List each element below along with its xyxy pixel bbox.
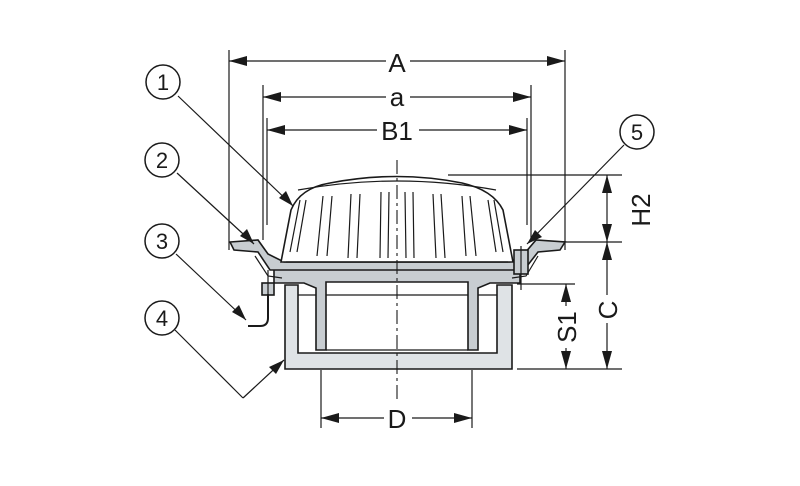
dimension-D: D xyxy=(321,404,472,434)
callout-3-label: 3 xyxy=(156,229,168,254)
callout-3: 3 xyxy=(144,223,247,321)
dimension-S1: S1 xyxy=(552,284,582,369)
underdeck-clamp xyxy=(248,294,269,327)
outlet-pipe xyxy=(284,284,513,370)
dimension-a: a xyxy=(263,82,531,112)
dim-label-C: C xyxy=(593,301,623,320)
callout-4-label: 4 xyxy=(156,306,168,331)
dimension-H2: H2 xyxy=(602,175,656,242)
callout-5: 5 xyxy=(526,114,655,245)
callout-1: 1 xyxy=(145,64,294,207)
bolt-right xyxy=(513,246,529,290)
dome-slots xyxy=(289,191,504,259)
dim-label-D: D xyxy=(388,404,407,434)
dimension-C: C xyxy=(593,242,623,369)
callout-1-label: 1 xyxy=(157,70,169,95)
dimension-B1: B1 xyxy=(267,116,527,146)
callout-2-label: 2 xyxy=(156,148,168,173)
dim-label-a: a xyxy=(390,82,405,112)
extension-lines xyxy=(228,50,622,428)
dimension-A: A xyxy=(229,48,565,78)
callout-2: 2 xyxy=(144,142,255,245)
dim-label-B1: B1 xyxy=(381,116,413,146)
callout-5-label: 5 xyxy=(631,120,643,145)
dim-label-H2: H2 xyxy=(626,193,656,226)
inner-body xyxy=(273,267,521,351)
dim-label-A: A xyxy=(388,48,406,78)
callout-4: 4 xyxy=(144,300,285,399)
dim-label-S1: S1 xyxy=(552,311,582,343)
